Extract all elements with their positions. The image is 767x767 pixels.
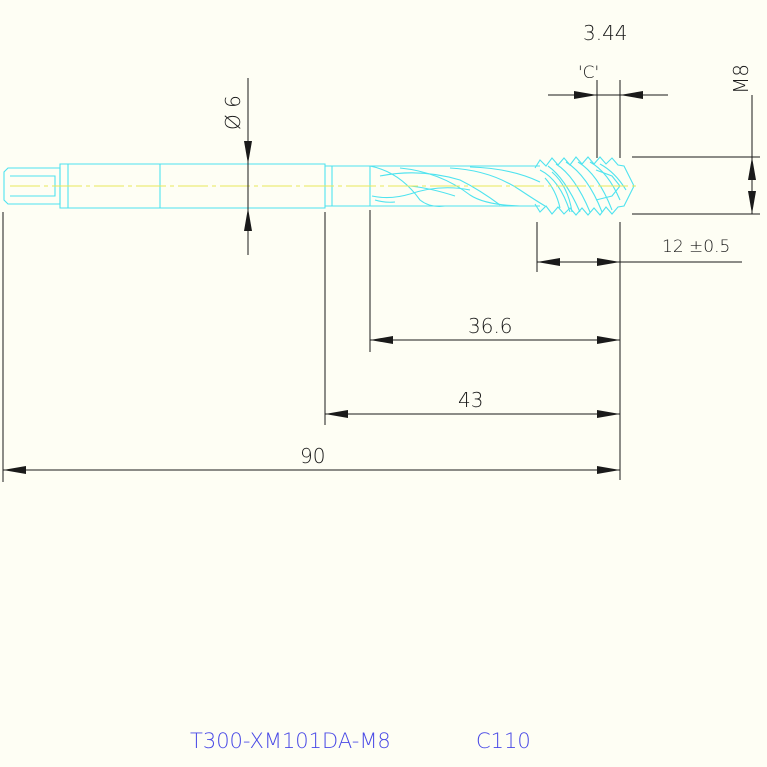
thread-length-dimension [536,222,742,480]
chamfer-label: 'C' [578,63,599,83]
overall-length-dimension [2,212,620,482]
flute-section [369,165,546,207]
dimensions: 3.44 'C' M8 Ø 6 12 ±0.5 [2,21,760,482]
shank-diameter-dimension [244,78,252,255]
thread-size-dimension [632,95,760,215]
flute-length-dimension [369,210,620,352]
neck-length-dimension [324,212,620,425]
tap-tool [3,156,640,216]
thread-size-label: M8 [729,64,753,94]
shank-diameter-label: Ø 6 [221,95,245,130]
neck-length-label: 43 [458,388,483,412]
thread-length-label: 12 ±0.5 [662,237,730,257]
part-number: T300-XM101DA-M8 [190,729,391,753]
overall-length-label: 90 [300,444,325,468]
chamfer-length-label: 3.44 [583,21,628,45]
part-code: C110 [476,729,531,753]
flute-length-label: 36.6 [468,314,513,338]
shank [59,163,326,209]
chamfer-dimension [548,80,668,158]
